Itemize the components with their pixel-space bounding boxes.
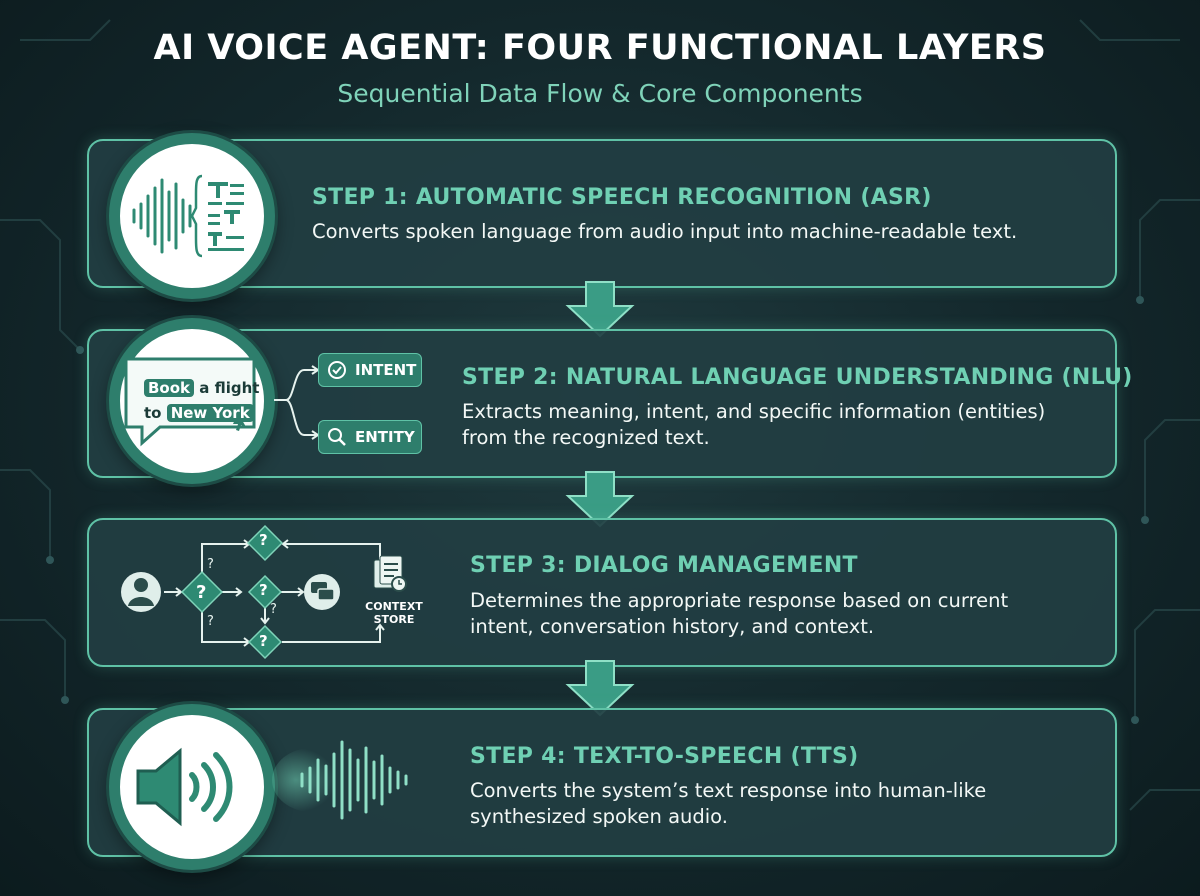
step-1-description: Converts spoken language from audio inpu…	[312, 220, 1018, 243]
magnifier-icon	[328, 428, 346, 446]
context-store-label: CONTEXT STORE	[365, 600, 423, 626]
branch-mark-down: ?	[207, 614, 214, 629]
decision-mark-main: ?	[196, 582, 207, 603]
step-4-title: STEP 4: TEXT-TO-SPEECH (TTS)	[470, 744, 859, 769]
intent-label: INTENT	[355, 361, 417, 379]
decision-mark-bottom: ?	[259, 632, 268, 650]
waveform-to-text-icon	[109, 133, 275, 299]
step-3-description-line-1: Determines the appropriate response base…	[470, 589, 1009, 612]
flow-arrow-1	[565, 281, 635, 338]
step-3-description-line-2: intent, conversation history, and contex…	[470, 615, 875, 638]
page-title: AI VOICE AGENT: FOUR FUNCTIONAL LAYERS	[153, 28, 1047, 68]
bubble-entity-word: New York	[166, 404, 254, 422]
speaker-icon	[109, 704, 275, 870]
flow-arrow-2	[565, 471, 635, 528]
step-1-title: STEP 1: AUTOMATIC SPEECH RECOGNITION (AS…	[312, 185, 932, 210]
entity-output-badge: ENTITY	[318, 420, 422, 454]
bubble-text-2: to	[144, 404, 167, 422]
nlu-branch-connector	[274, 365, 320, 440]
step-4-description-line-1: Converts the system’s text response into…	[470, 779, 987, 802]
step-2-title: STEP 2: NATURAL LANGUAGE UNDERSTANDING (…	[462, 365, 1133, 390]
speech-bubble-icon: Book a flight to New York	[109, 318, 275, 484]
sound-wave-output-icon	[272, 740, 408, 820]
flow-arrow-3	[565, 660, 635, 717]
check-circle-icon	[328, 361, 346, 379]
bubble-action-word: Book	[144, 379, 195, 397]
step-3-title: STEP 3: DIALOG MANAGEMENT	[470, 553, 858, 578]
branch-mark-middle: ?	[270, 602, 277, 617]
decision-mark-top: ?	[259, 531, 268, 549]
step-2-description-line-1: Extracts meaning, intent, and specific i…	[462, 400, 1046, 423]
decision-flow-icon	[121, 524, 407, 660]
entity-label: ENTITY	[355, 428, 415, 446]
intent-output-badge: INTENT	[318, 353, 422, 387]
page-subtitle: Sequential Data Flow & Core Components	[337, 79, 863, 108]
bubble-text-1: a flight	[194, 379, 260, 397]
decision-mark-middle: ?	[259, 581, 268, 599]
step-2-description-line-2: from the recognized text.	[462, 426, 710, 449]
step-4-description-line-2: synthesized spoken audio.	[470, 805, 728, 828]
branch-mark-up: ?	[207, 557, 214, 572]
